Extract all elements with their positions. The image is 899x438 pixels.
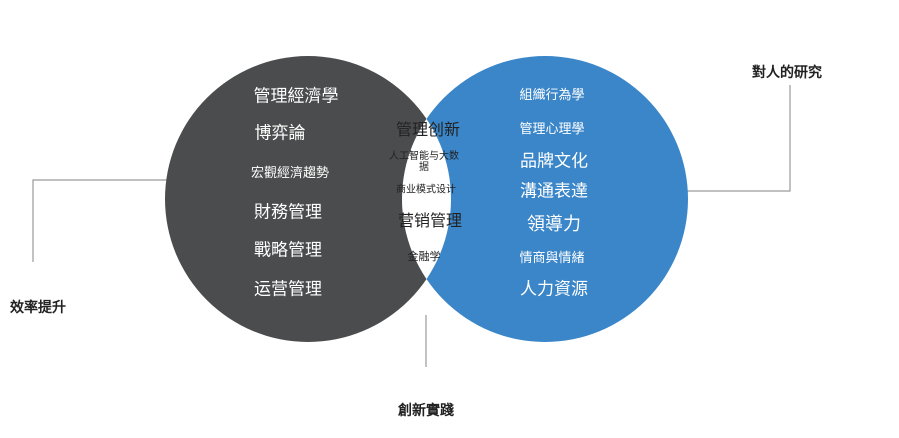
right-item-management-psychology: 管理心理學 <box>519 121 585 137</box>
overlap-item-finance: 金融学 <box>407 249 441 263</box>
left-item-operations-management: 运营管理 <box>254 279 322 300</box>
right-item-human-resources: 人力資源 <box>520 279 588 300</box>
left-item-managerial-economics: 管理經濟學 <box>253 86 339 107</box>
left-item-game-theory: 博弈論 <box>254 123 306 144</box>
right-item-emotional-intelligence: 情商與情緒 <box>519 250 585 266</box>
callout-people-research: 對人的研究 <box>752 65 822 81</box>
left-circle <box>165 56 451 342</box>
overlap-item-business-model-design: 商业模式设计 <box>396 184 456 196</box>
overlap-item-management-innovation: 管理创新 <box>395 120 461 140</box>
callout-innovation-practice: 創新實踐 <box>398 403 454 419</box>
left-item-strategic-management: 戰略管理 <box>254 240 322 261</box>
left-connector-line <box>32 179 172 262</box>
right-item-brand-culture: 品牌文化 <box>520 151 588 172</box>
left-item-financial-management: 財務管理 <box>254 202 322 223</box>
right-item-leadership: 領導力 <box>527 214 581 236</box>
overlap-item-marketing-management: 营销管理 <box>397 211 463 231</box>
right-connector-line <box>687 85 791 192</box>
right-item-organizational-behavior: 組織行為學 <box>519 87 585 103</box>
callout-efficiency: 效率提升 <box>10 300 66 316</box>
left-item-macro-trends: 宏觀經濟趨勢 <box>250 165 330 181</box>
right-circle <box>402 56 688 342</box>
right-item-communication: 溝通表達 <box>520 181 588 202</box>
overlap-item-ai-big-data: 人工智能与大数据 <box>389 151 459 173</box>
